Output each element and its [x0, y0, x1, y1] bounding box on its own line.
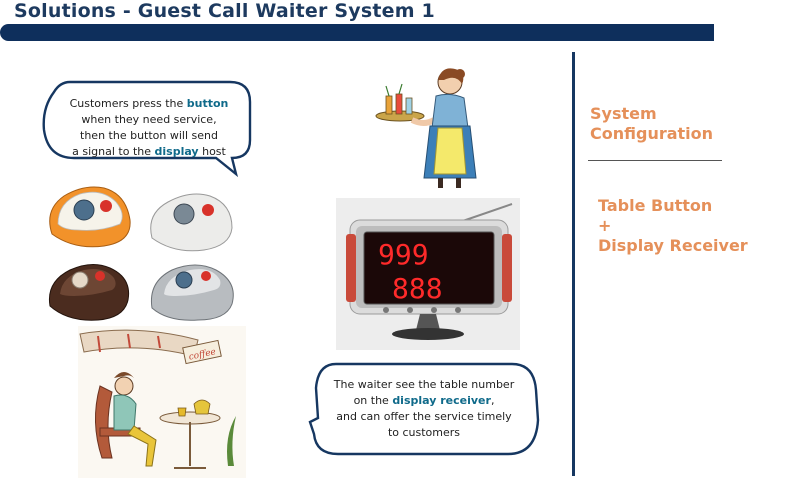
speech-bubble-bottom [308, 362, 540, 456]
side-divider [588, 160, 722, 161]
system-configuration-label: System Configuration [590, 104, 714, 143]
cafe-scene-illustration: coffee [78, 326, 246, 478]
call-button-white [150, 193, 233, 252]
speech-bubble-bottom-text: The waiter see the table number on the d… [333, 378, 515, 439]
page-title: Solutions - Guest Call Waiter System 1 [14, 0, 435, 22]
display-bottom-number: 888 [392, 272, 443, 305]
speech-bubble-top-text: Customers press the button when they nee… [69, 97, 229, 158]
title-bar [0, 24, 714, 41]
waitress-illustration [375, 68, 477, 188]
display-top-number: 999 [378, 238, 429, 271]
call-button-orange [49, 186, 131, 248]
call-button-silver [150, 264, 234, 321]
speech-bubble-top [42, 80, 252, 178]
display-receiver: 999 888 [336, 198, 520, 350]
table-button-display-receiver-label: Table Button + Display Receiver [598, 196, 748, 255]
call-button-brown [48, 264, 130, 321]
vertical-divider [572, 52, 575, 476]
